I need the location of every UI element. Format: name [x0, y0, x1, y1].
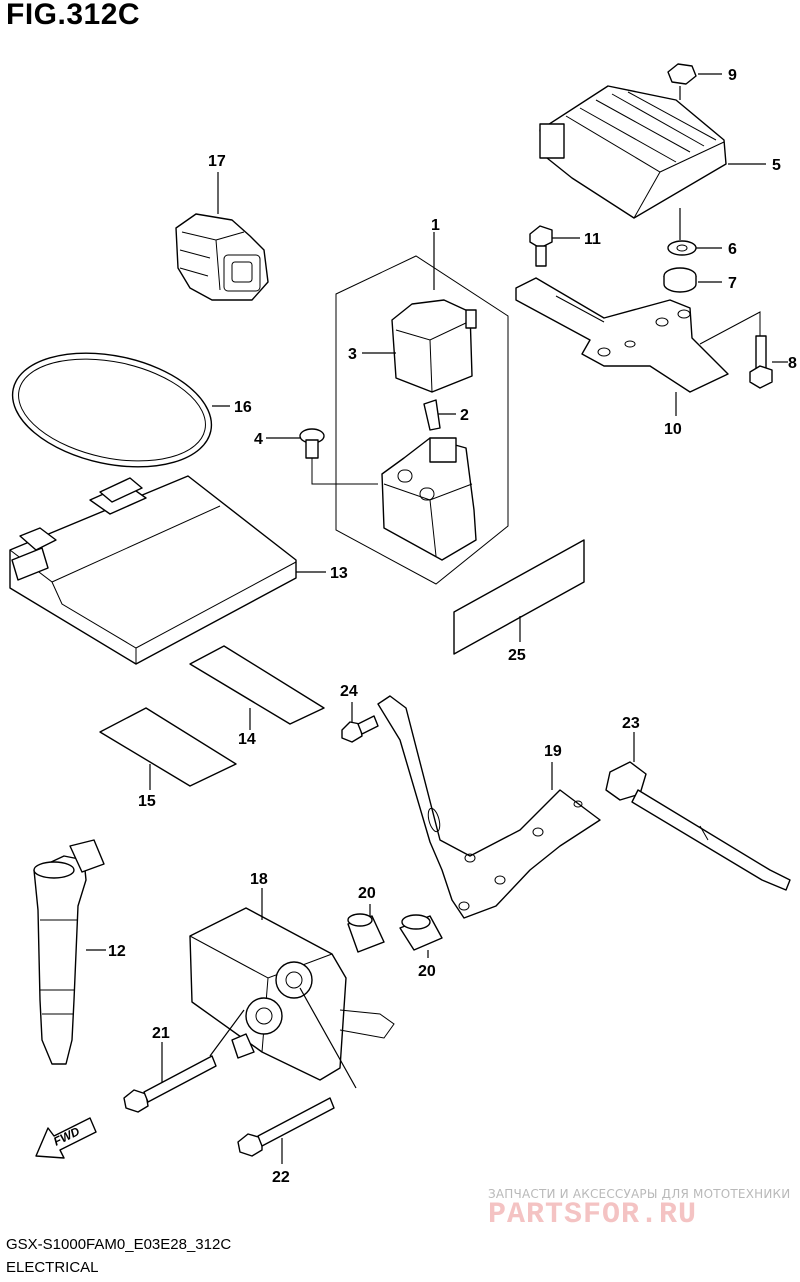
callout-20-lower: 20 [418, 963, 436, 980]
part-13-ecm [9, 475, 297, 665]
fwd-arrow-icon [35, 1117, 97, 1159]
part-19-bracket [377, 695, 601, 919]
callout-7: 7 [728, 275, 737, 292]
part-20-collar-a [347, 913, 385, 953]
callout-13: 13 [330, 565, 348, 582]
callout-24: 24 [340, 683, 358, 700]
part-25-label [453, 539, 585, 655]
part-15-label [99, 707, 237, 787]
part-11-bolt [529, 225, 553, 267]
part-8-bolt [699, 311, 773, 389]
part-14-label [189, 645, 325, 725]
part-12-ignition-coil [33, 839, 105, 1065]
callout-9: 9 [728, 67, 737, 84]
callout-23: 23 [622, 715, 640, 732]
callout-6: 6 [728, 241, 737, 258]
part-6-washer [667, 240, 697, 256]
part-21-bolt [123, 1055, 217, 1113]
callout-21: 21 [152, 1025, 170, 1042]
callout-19: 19 [544, 743, 562, 760]
part-16-oring [11, 352, 213, 468]
watermark-tagline: ЗАПЧАСТИ И АКСЕССУАРЫ ДЛЯ МОТОТЕХНИКИ [488, 1187, 791, 1201]
callout-18: 18 [250, 871, 268, 888]
part-17-connector [175, 213, 269, 301]
callout-8: 8 [788, 355, 797, 372]
part-7-grommet [663, 267, 697, 293]
part-24-bolt [341, 715, 379, 743]
callout-22: 22 [272, 1169, 290, 1186]
leader-lines [86, 73, 788, 1164]
callout-14: 14 [238, 731, 256, 748]
part-10-bracket [515, 277, 729, 393]
model-code: GSX-S1000FAM0_E03E28_312C [6, 1236, 232, 1253]
callout-17: 17 [208, 153, 226, 170]
callout-25: 25 [508, 647, 526, 664]
part-9-nut [667, 63, 697, 85]
part-22-bolt [237, 1097, 335, 1157]
callout-10: 10 [664, 421, 682, 438]
part-23-tie-band [605, 761, 791, 891]
callout-15: 15 [138, 793, 156, 810]
part-5-regulator [539, 85, 727, 219]
callout-20-upper: 20 [358, 885, 376, 902]
part-1-relay-group [335, 255, 509, 585]
callout-2: 2 [460, 407, 469, 424]
callout-12: 12 [108, 943, 126, 960]
section-name: ELECTRICAL [6, 1259, 99, 1276]
part-4-screw [299, 428, 378, 485]
watermark-brand: PARTSFOR.RU [488, 1198, 698, 1232]
callout-11: 11 [584, 231, 601, 248]
callout-4: 4 [254, 431, 263, 448]
callout-3: 3 [348, 346, 357, 363]
callout-16: 16 [234, 399, 252, 416]
callout-5: 5 [772, 157, 781, 174]
callout-1: 1 [431, 217, 440, 234]
figure-title: FIG.312C [6, 0, 141, 31]
part-18-sensor [189, 907, 395, 1081]
part-20-collar-b [399, 914, 443, 951]
